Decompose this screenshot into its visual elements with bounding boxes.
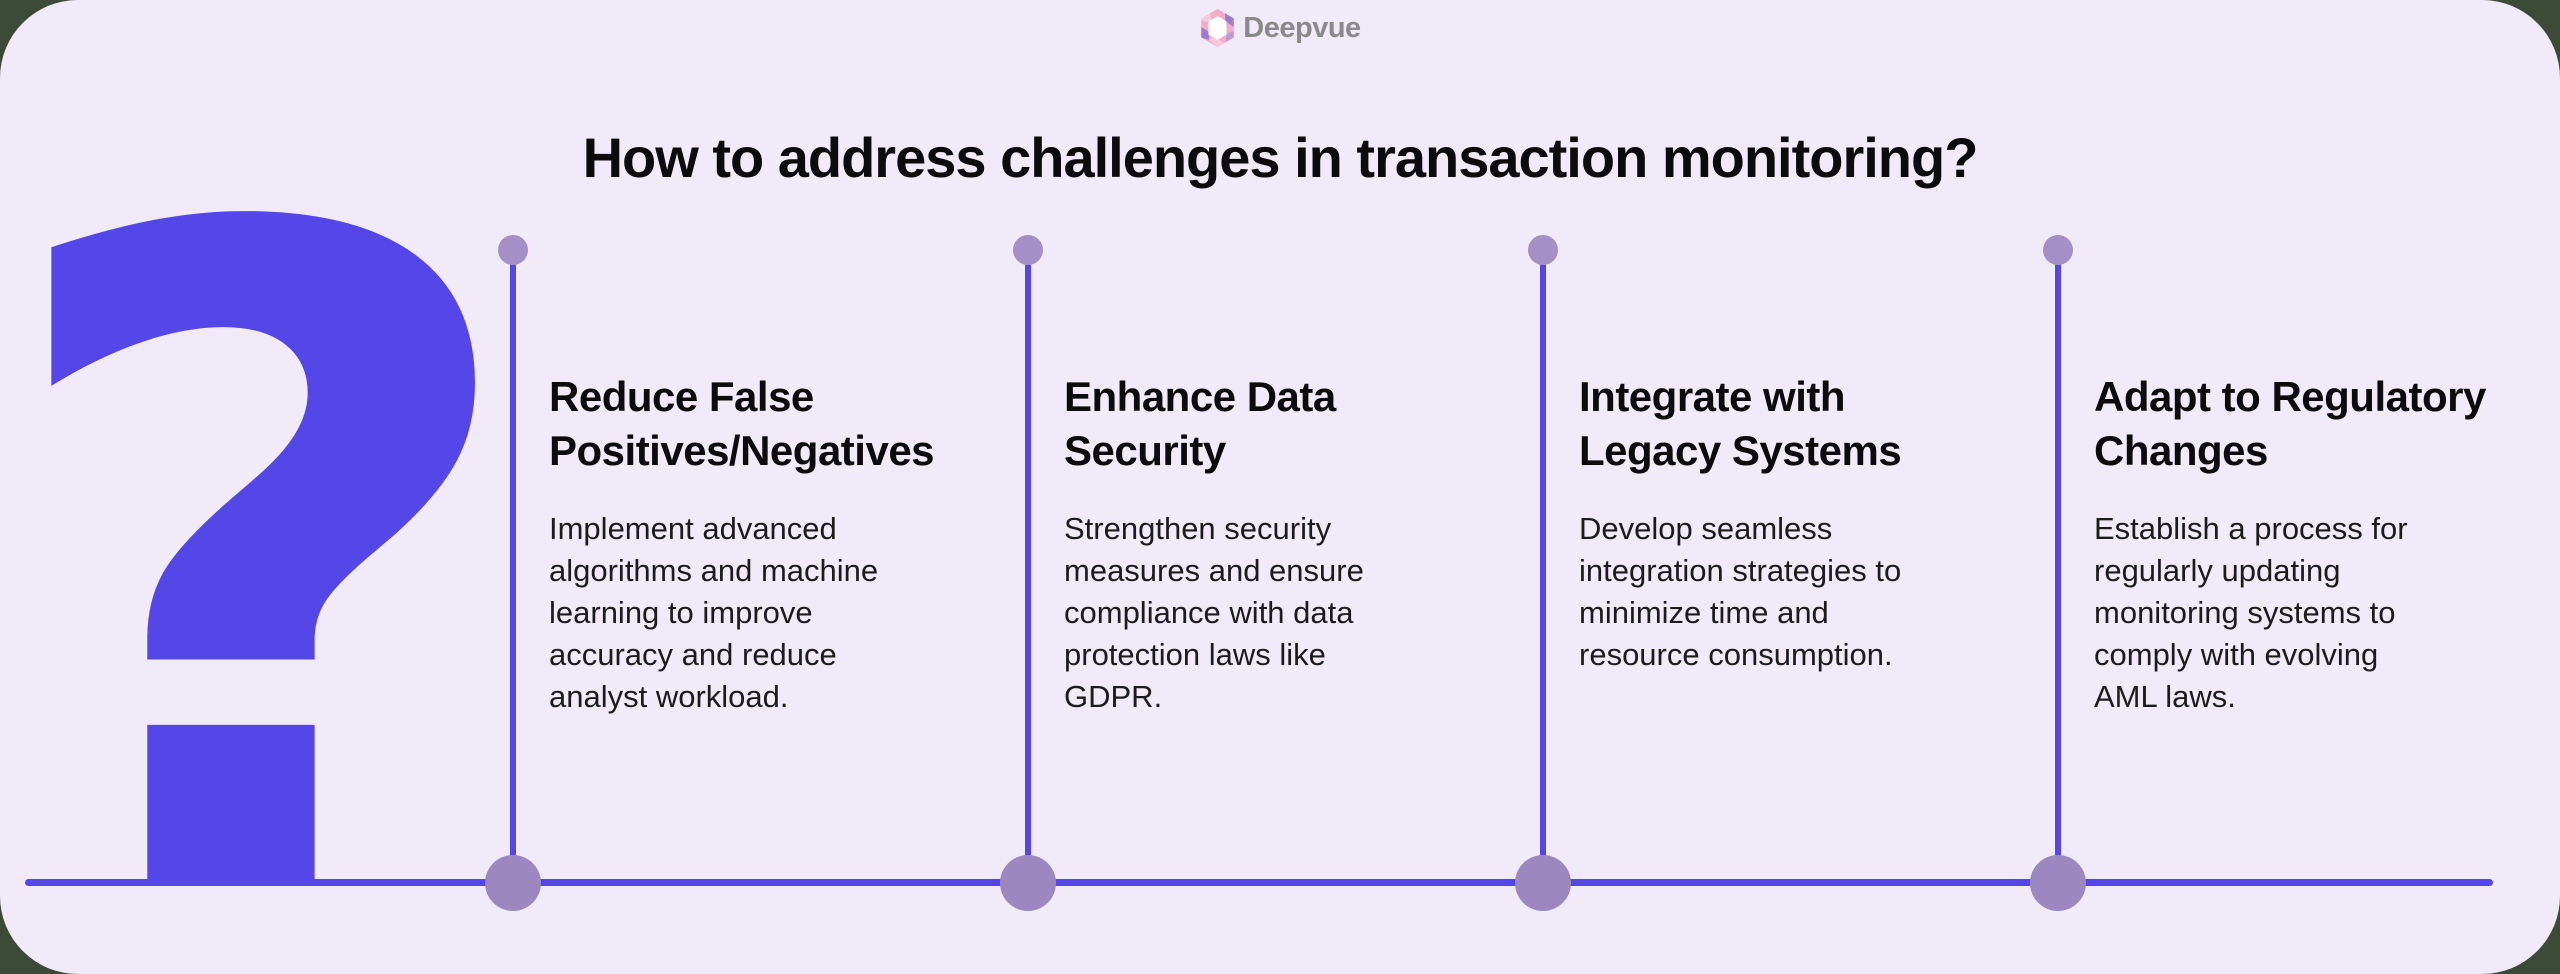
- column-heading: Enhance Data Security: [1064, 373, 1336, 474]
- column-description: Strengthen security measures and ensure …: [1064, 511, 1364, 714]
- timeline-connector-line: [510, 250, 516, 883]
- timeline-node-top-icon: [498, 235, 528, 265]
- deepvue-logo-text: Deepvue: [1243, 11, 1361, 44]
- column-description: Develop seamless integration strategies …: [1579, 511, 1902, 672]
- deepvue-hexagon-icon: [1201, 8, 1234, 48]
- timeline-connector-line: [2055, 250, 2061, 883]
- timeline-node-top-icon: [2043, 235, 2073, 265]
- question-mark-graphic: ?: [0, 44, 537, 974]
- timeline-node-bottom-icon: [2030, 855, 2086, 911]
- column-heading: Reduce False Positives/Negatives: [549, 373, 935, 474]
- page-title: How to address challenges in transaction…: [582, 125, 1979, 189]
- timeline-node-top-icon: [1013, 235, 1043, 265]
- timeline-axis-line: [25, 879, 2493, 886]
- timeline-node-bottom-icon: [1000, 855, 1056, 911]
- timeline-node-bottom-icon: [1515, 855, 1571, 911]
- column-description: Implement advanced algorithms and machin…: [549, 511, 879, 714]
- timeline-node-top-icon: [1528, 235, 1558, 265]
- timeline-node-bottom-icon: [485, 855, 541, 911]
- column-description: Establish a process for regularly updati…: [2094, 511, 2408, 714]
- column-heading: Integrate with Legacy Systems: [1579, 373, 1902, 474]
- timeline-connector-line: [1540, 250, 1546, 883]
- column-heading: Adapt to Regulatory Changes: [2094, 373, 2486, 474]
- brand-logo: Deepvue: [0, 8, 2560, 48]
- timeline-connector-line: [1025, 250, 1031, 883]
